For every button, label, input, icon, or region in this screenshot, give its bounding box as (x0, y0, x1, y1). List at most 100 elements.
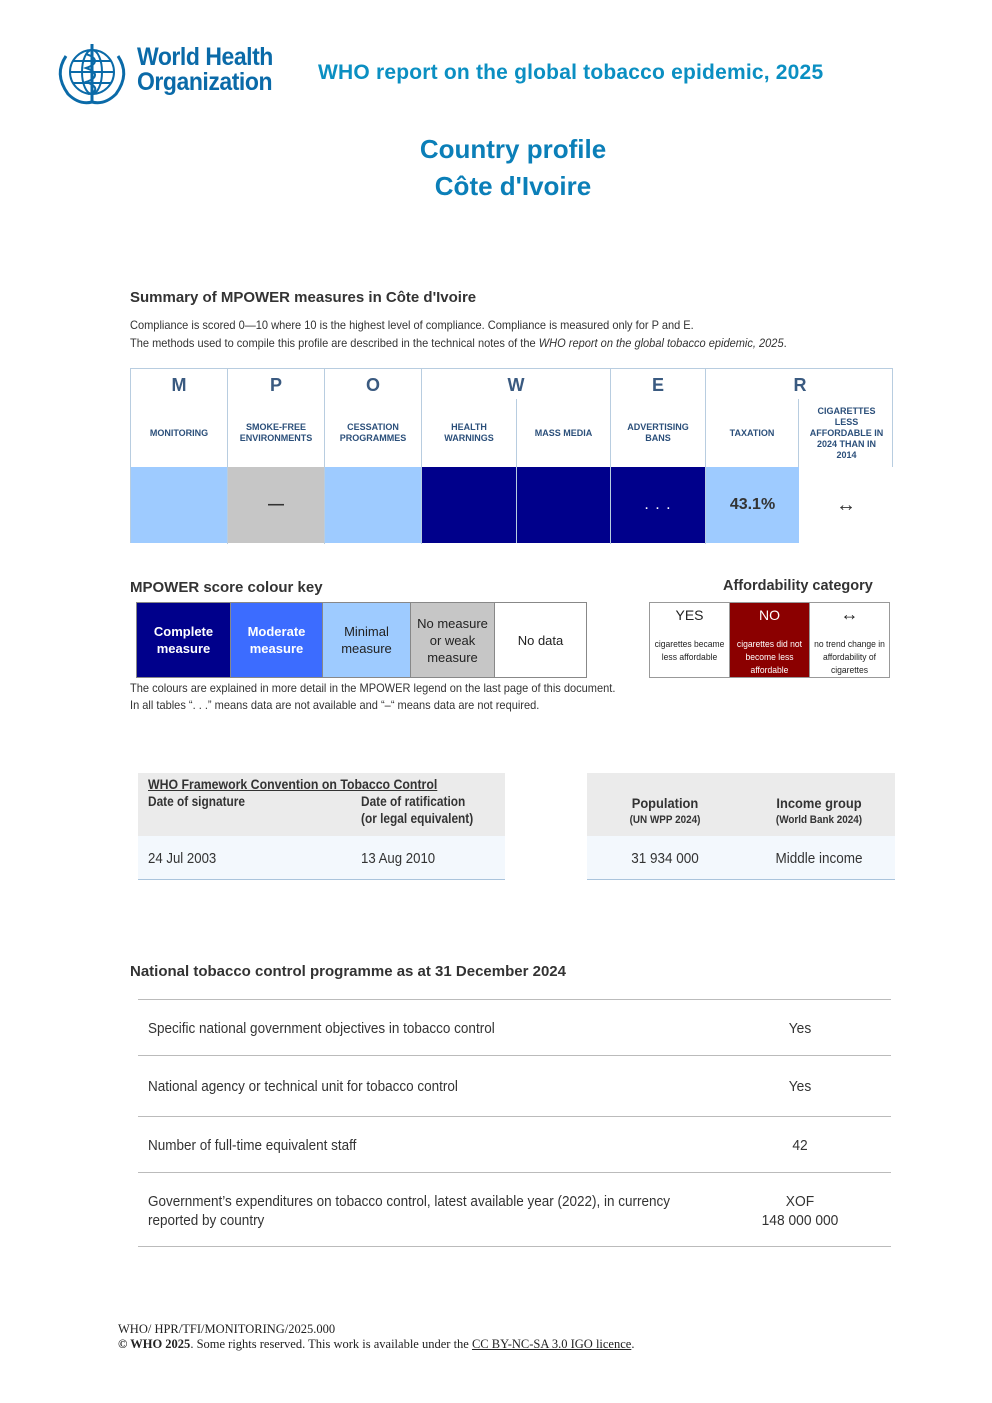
summary-note-1: Compliance is scored 0—10 where 10 is th… (130, 318, 694, 332)
fctc-ratification-header-note: (or legal equivalent) (361, 811, 474, 826)
income-source: (World Bank 2024) (775, 814, 863, 826)
copyright-end: . (631, 1337, 635, 1351)
colour-key: Complete measure Moderate measure Minima… (136, 602, 587, 678)
mpower-letter-m: M (171, 375, 187, 395)
programme-expenditure-currency: XOF (785, 1193, 815, 1210)
affordability-no-label: NO (759, 607, 780, 623)
report-title: WHO report on the global tobacco epidemi… (318, 61, 824, 84)
affordability-no: NO cigarettes did not become less afford… (730, 603, 810, 677)
mpower-letter-w: W (507, 375, 525, 395)
programme-staff-label: Number of full-time equivalent staff (148, 1137, 357, 1154)
mpower-score-affordability: ↔ (799, 467, 893, 543)
programme-table: Specific national government objectives … (138, 999, 891, 1247)
mpower-score-smoke-free: — (228, 467, 324, 543)
mpower-score-health-warnings (422, 467, 517, 543)
affordability-yes: YES cigarettes became less affordable (650, 603, 730, 677)
table-row: Government’s expenditures on tobacco con… (138, 1172, 891, 1247)
org-name: World Health Organization (137, 45, 273, 95)
fctc-title: WHO Framework Convention on Tobacco Cont… (148, 776, 438, 792)
affordability-key: YES cigarettes became less affordable NO… (649, 602, 890, 678)
population-source: (UN WPP 2024) (629, 814, 701, 826)
programme-objectives-value: Yes (788, 1020, 812, 1037)
copyright-owner: © WHO 2025 (118, 1337, 191, 1351)
profile-title: Country profile (419, 134, 607, 164)
affordability-no-desc: cigarettes did not become less affordabl… (736, 639, 803, 676)
programme-expenditure-label-1: Government’s expenditures on tobacco con… (148, 1193, 671, 1210)
mpower-col-p: P (228, 369, 325, 544)
mpower-score-monitoring (131, 467, 227, 543)
mpower-label-affordability: CIGARETTES LESS AFFORDABLE IN 2024 THAN … (809, 405, 884, 460)
licence-link[interactable]: CC BY-NC-SA 3.0 IGO licence (471, 1337, 632, 1351)
key-minimal-measure: Minimal measure (323, 603, 411, 677)
income-value: Middle income (775, 850, 863, 867)
who-emblem-icon (58, 44, 126, 105)
fctc-signature-header: Date of signature (148, 794, 246, 809)
mpower-label-cessation: CESSATION PROGRAMMES (339, 422, 407, 443)
no-change-arrow-icon: ↔ (840, 604, 859, 624)
population-value: 31 934 000 (631, 850, 699, 867)
mpower-label-health-warnings: HEALTH WARNINGS (422, 399, 517, 467)
mpower-label-monitoring: MONITORING (149, 427, 209, 438)
mpower-letter-o: O (365, 375, 380, 395)
summary-note-2-report-name: WHO report on the global tobacco epidemi… (538, 336, 784, 350)
programme-staff-value: 42 (792, 1137, 808, 1154)
key-complete-measure: Complete measure (137, 603, 231, 677)
income-header-label: Income group (776, 795, 862, 811)
mpower-score-advertising: . . . (611, 467, 705, 543)
affordability-yes-label: YES (675, 607, 704, 623)
programme-agency-label: National agency or technical unit for to… (148, 1078, 458, 1095)
mpower-col-r: R (706, 369, 894, 544)
affordability-no-change-desc: no trend change in affordability of ciga… (814, 639, 885, 676)
key-no-data: No data (495, 603, 586, 677)
fctc-signature-date: 24 Jul 2003 (148, 850, 217, 867)
mpower-label-taxation: TAXATION (706, 399, 799, 467)
mpower-label-advertising: ADVERTISING BANS (627, 422, 689, 443)
mpower-label-smoke-free: SMOKE-FREE ENVIRONMENTS (239, 422, 313, 443)
summary-heading: Summary of MPOWER measures in Côte d'Ivo… (130, 289, 477, 306)
document-code: WHO/ HPR/TFI/MONITORING/2025.000 (118, 1322, 336, 1336)
mpower-score-mass-media (517, 467, 610, 543)
programme-objectives-label: Specific national government objectives … (148, 1020, 495, 1037)
key-moderate-measure: Moderate measure (231, 603, 323, 677)
table-row: National agency or technical unit for to… (138, 1055, 891, 1116)
mpower-letter-e: E (651, 375, 664, 395)
programme-heading: National tobacco control programme as at… (130, 963, 566, 980)
affordability-no-change: ↔ no trend change in affordability of ci… (810, 603, 889, 677)
population-header: Population (UN WPP 2024) Income group (W… (587, 773, 895, 836)
fctc-ratification-date: 13 Aug 2010 (361, 850, 436, 867)
fctc-row: 24 Jul 2003 13 Aug 2010 (138, 836, 505, 880)
population-header-label: Population (631, 795, 699, 811)
table-row: Number of full-time equivalent staff 42 (138, 1116, 891, 1172)
mpower-col-w: W (422, 369, 611, 544)
org-name-line2: Organization (137, 68, 273, 96)
table-row: Specific national government objectives … (138, 999, 891, 1055)
org-name-line1: World Health (137, 43, 273, 71)
summary-note-2: The methods used to compile this profile… (130, 336, 787, 350)
fctc-header: WHO Framework Convention on Tobacco Cont… (138, 773, 505, 836)
programme-expenditure-amount: 148 000 000 (761, 1212, 839, 1229)
who-logo (52, 36, 282, 108)
copyright-text: . Some rights reserved. This work is ava… (190, 1337, 472, 1351)
programme-expenditure-label-2: reported by country (148, 1212, 265, 1229)
mpower-label-mass-media: MASS MEDIA (534, 427, 593, 438)
mpower-score-taxation: 43.1% (706, 467, 799, 543)
key-no-measure: No measure or weak measure (411, 603, 495, 677)
mpower-col-o: O (325, 369, 422, 544)
summary-note-2-prefix: The methods used to compile this profile… (130, 336, 539, 350)
fctc-ratification-header: Date of ratification (361, 794, 466, 809)
colour-note-1: The colours are explained in more detail… (130, 681, 616, 695)
affordability-heading: Affordability category (723, 578, 873, 594)
mpower-col-e: E (611, 369, 706, 544)
colour-note-2: In all tables “. . .” means data are not… (130, 698, 540, 712)
mpower-letter-r: R (793, 375, 807, 395)
mpower-score-cessation (325, 467, 421, 543)
summary-note-2-suffix: . (783, 336, 787, 350)
programme-agency-value: Yes (788, 1078, 812, 1095)
country-title: Côte d'Ivoire (434, 171, 592, 201)
affordability-yes-desc: cigarettes became less affordable (654, 639, 725, 663)
colour-key-heading: MPOWER score colour key (130, 579, 323, 596)
mpower-table: M P O W E R MONITORING SMOKE-FREE ENVIRO… (130, 368, 894, 544)
population-row: 31 934 000 Middle income (587, 836, 895, 880)
copyright: © WHO 2025. Some rights reserved. This w… (118, 1337, 634, 1352)
mpower-col-m: M (131, 369, 228, 544)
